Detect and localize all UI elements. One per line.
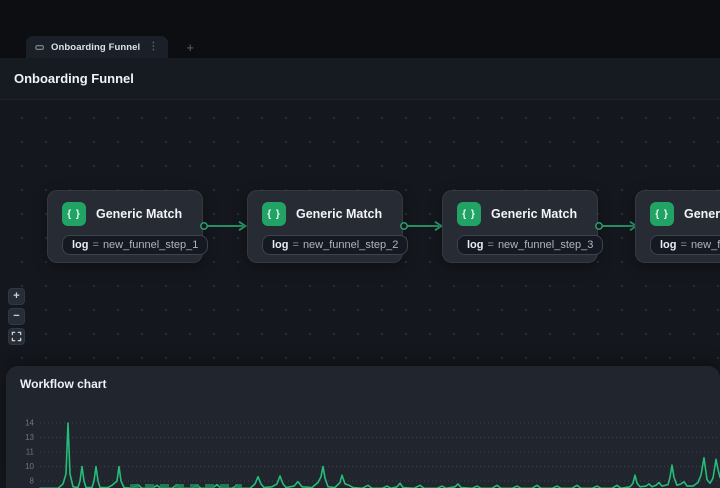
tab-bar: Onboarding Funnel ⋮ + xyxy=(0,0,720,58)
page-header: Onboarding Funnel xyxy=(0,58,720,100)
node-param-pill: log=new_funnel_step_4 xyxy=(650,235,720,255)
node-title: Generic Match xyxy=(684,207,720,221)
svg-text:11: 11 xyxy=(26,448,35,457)
zoom-out-button[interactable]: − xyxy=(8,308,25,325)
workflow-chart-panel: Workflow chart 14 13 11 10 8 xyxy=(6,366,720,488)
canvas-controls: + − xyxy=(8,288,25,345)
tab-label: Onboarding Funnel xyxy=(51,41,141,53)
tab-kebab-menu-icon[interactable]: ⋮ xyxy=(148,41,159,52)
node-param-pill: log=new_funnel_step_3 xyxy=(457,235,604,255)
workflow-icon xyxy=(34,42,45,53)
fit-view-icon xyxy=(11,331,22,342)
node-generic-match-4[interactable]: { } Generic Match log=new_funnel_step_4 xyxy=(635,190,720,263)
chart-title: Workflow chart xyxy=(20,377,107,391)
workflow-chart[interactable]: 14 13 11 10 8 xyxy=(6,366,720,488)
edge-node1-node2[interactable] xyxy=(199,219,251,233)
new-tab-button[interactable]: + xyxy=(186,39,194,55)
edge-node2-node3[interactable] xyxy=(399,219,447,233)
svg-text:14: 14 xyxy=(25,419,34,428)
tab-onboarding-funnel[interactable]: Onboarding Funnel ⋮ xyxy=(26,36,169,58)
node-title: Generic Match xyxy=(96,207,183,221)
page-title: Onboarding Funnel xyxy=(14,71,134,86)
node-param-pill: log=new_funnel_step_2 xyxy=(262,235,409,255)
braces-icon: { } xyxy=(457,202,481,226)
node-title: Generic Match xyxy=(296,207,383,221)
node-title: Generic Match xyxy=(491,207,578,221)
fit-view-button[interactable] xyxy=(8,328,25,345)
svg-text:10: 10 xyxy=(25,462,34,471)
braces-icon: { } xyxy=(262,202,286,226)
braces-icon: { } xyxy=(62,202,86,226)
node-generic-match-2[interactable]: { } Generic Match log=new_funnel_step_2 xyxy=(247,190,409,263)
zoom-in-button[interactable]: + xyxy=(8,288,25,305)
node-generic-match-1[interactable]: { } Generic Match log=new_funnel_step_1 xyxy=(47,190,209,263)
node-generic-match-3[interactable]: { } Generic Match log=new_funnel_step_3 xyxy=(442,190,604,263)
node-param-pill: log=new_funnel_step_1 xyxy=(62,235,209,255)
braces-icon: { } xyxy=(650,202,674,226)
svg-text:13: 13 xyxy=(25,433,34,442)
svg-text:8: 8 xyxy=(30,477,35,486)
clipped-axis-text xyxy=(130,484,242,488)
